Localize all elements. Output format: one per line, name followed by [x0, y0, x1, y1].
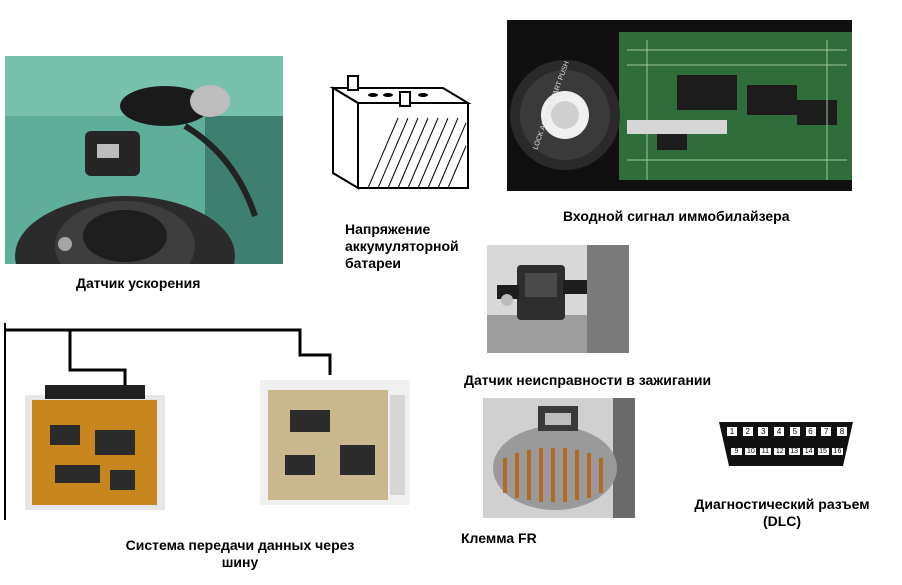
- dlc-pin: 9: [731, 448, 742, 455]
- acceleration-sensor-caption: Датчик ускорения: [76, 275, 201, 291]
- dlc-pin: 6: [805, 427, 816, 436]
- dlc-pin: 14: [803, 448, 815, 455]
- dlc-pin: 12: [774, 448, 786, 455]
- fr-terminal-photo: [483, 398, 635, 518]
- fr-terminal-caption: Клемма FR: [461, 530, 537, 546]
- dlc-pins-top: 1 2 3 4 5 6 7 8: [727, 427, 847, 436]
- dlc-pin: 16: [831, 448, 843, 455]
- dlc-pin: 8: [836, 427, 847, 436]
- dlc-pin: 15: [817, 448, 829, 455]
- dlc-pin: 1: [727, 427, 737, 436]
- dlc-pin: 2: [742, 427, 753, 436]
- dlc-pin: 10: [745, 448, 757, 455]
- dlc-pin: 7: [821, 427, 832, 436]
- misfire-sensor-photo: [487, 245, 629, 353]
- immobilizer-caption: Входной сигнал иммобилайзера: [563, 208, 790, 224]
- bus-system-diagram: [0, 315, 420, 520]
- dlc-pin: 11: [759, 448, 771, 455]
- battery-illustration: [328, 68, 473, 198]
- dlc-pin: 3: [758, 427, 769, 436]
- dlc-pin: 5: [789, 427, 800, 436]
- battery-voltage-caption: Напряжение аккумуляторной батареи: [345, 221, 459, 271]
- dlc-caption: Диагностический разъем (DLC): [694, 496, 870, 529]
- dlc-pin: 13: [788, 448, 800, 455]
- dlc-pin: 4: [774, 427, 785, 436]
- misfire-sensor-caption: Датчик неисправности в зажигании: [464, 372, 712, 388]
- ecu-unit-left: [25, 385, 165, 510]
- bus-system-caption: Система передачи данных через шину: [125, 537, 355, 570]
- acceleration-sensor-photo: [5, 56, 283, 264]
- ecu-unit-right: [260, 380, 410, 505]
- dlc-pins-bottom: 9 10 11 12 13 14 15 16: [731, 448, 843, 455]
- dlc-connector: 1 2 3 4 5 6 7 8 9 10 11 12 13 14 15 16: [717, 420, 855, 468]
- immobilizer-photo: LOCK ACC ON START PUSH: [507, 20, 852, 191]
